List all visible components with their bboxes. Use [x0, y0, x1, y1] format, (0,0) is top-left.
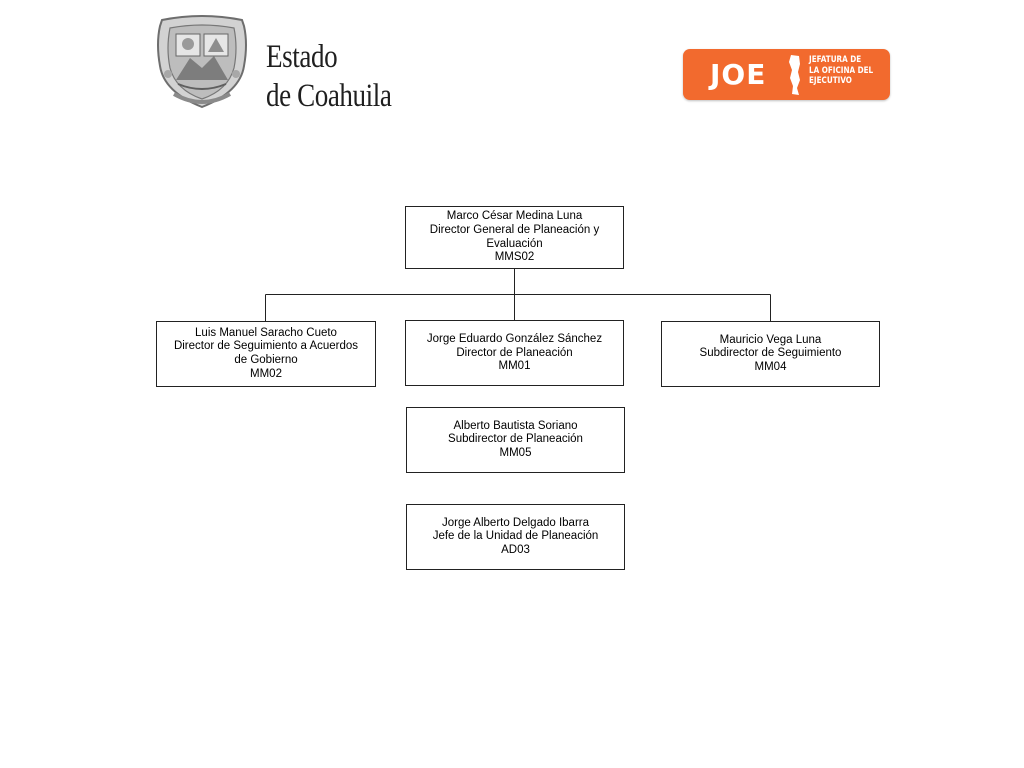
joe-caption-line1: JEFATURA DE [809, 55, 862, 65]
node-name: Jorge Alberto Delgado Ibarra [441, 516, 590, 529]
org-node-subdirector-planeacion: Alberto Bautista Soriano Subdirector de … [406, 407, 625, 473]
state-title: Estado de Coahuila [266, 38, 392, 116]
org-node-director-planeacion: Jorge Eduardo González Sánchez Director … [405, 320, 624, 386]
node-code: AD03 [501, 543, 530, 556]
node-code: MM02 [250, 367, 282, 380]
node-title-line2: de Gobierno [234, 354, 298, 366]
node-code: MM05 [499, 446, 532, 459]
node-name: Jorge Eduardo González Sánchez [426, 333, 603, 345]
node-title-line1: Director de Seguimiento a Acuerdos [173, 340, 359, 353]
coahuila-coat-of-arms-icon [157, 15, 247, 109]
org-node-director-seguimiento-acuerdos: Luis Manuel Saracho Cueto Director de Se… [156, 321, 376, 387]
node-name: Alberto Bautista Soriano [453, 419, 578, 432]
node-name: Marco César Medina Luna [446, 210, 583, 223]
node-name: Mauricio Vega Luna [719, 333, 822, 346]
node-code: MM04 [754, 360, 787, 373]
joe-logo-caption: JEFATURA DE LA OFICINA DEL EJECUTIVO [809, 55, 873, 87]
joe-caption-line3: EJECUTIVO [809, 76, 852, 86]
coahuila-map-icon [789, 55, 800, 95]
state-title-line1: Estado [266, 39, 338, 75]
joe-caption-line2: LA OFICINA DEL [809, 65, 874, 76]
node-title-line1: Director General de Planeación y [429, 223, 600, 236]
joe-logo-text: JOE [710, 58, 767, 91]
state-title-line2: de Coahuila [266, 78, 392, 114]
org-node-subdirector-seguimiento: Mauricio Vega Luna Subdirector de Seguim… [661, 321, 880, 387]
node-code: MMS02 [494, 251, 535, 264]
node-title-line2: Evaluación [486, 237, 543, 250]
joe-logo: JOE JEFATURA DE LA OFICINA DEL EJECUTIVO [683, 49, 890, 100]
org-node-jefe-unidad-planeacion: Jorge Alberto Delgado Ibarra Jefe de la … [406, 504, 625, 570]
node-code: MM01 [498, 360, 531, 373]
org-node-director-general: Marco César Medina Luna Director General… [405, 206, 624, 269]
node-name: Luis Manuel Saracho Cueto [195, 326, 337, 339]
node-title: Subdirector de Planeación [448, 433, 583, 446]
node-title: Director de Planeación [456, 346, 573, 359]
node-title: Subdirector de Seguimiento [699, 347, 842, 360]
node-title: Jefe de la Unidad de Planeación [432, 530, 599, 543]
